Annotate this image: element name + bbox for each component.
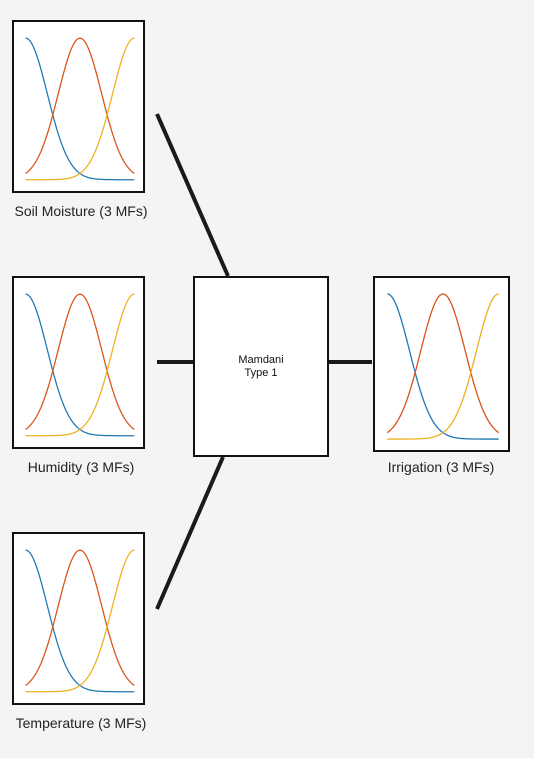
input-humidity-mf-plot[interactable]: [12, 276, 145, 449]
mf-high-curve: [387, 293, 499, 440]
mf-mid-curve: [386, 293, 500, 434]
fis-system-block[interactable]: Mamdani Type 1: [193, 276, 329, 457]
mf-high-curve: [25, 293, 135, 437]
mf-mid-curve: [25, 549, 135, 687]
system-type-line2: Type 1: [244, 367, 278, 379]
mf-high-curve: [25, 37, 135, 181]
input-soil-moisture-label: Soil Moisture (3 MFs): [14, 203, 148, 219]
connector-temperature: [155, 456, 225, 610]
mf-low-curve: [25, 549, 135, 693]
mf-low-curve: [25, 293, 135, 437]
mf-mid-curve: [25, 293, 135, 431]
mf-high-curve: [25, 549, 135, 693]
mf-curves: [25, 549, 135, 693]
input-temperature-label: Temperature (3 MFs): [15, 715, 147, 731]
output-irrigation-mf-plot[interactable]: [373, 276, 510, 452]
mf-curves: [386, 293, 500, 440]
output-irrigation-label: Irrigation (3 MFs): [387, 459, 495, 475]
input-humidity-label: Humidity (3 MFs): [27, 459, 135, 475]
mf-low-curve: [387, 293, 499, 440]
mf-mid-curve: [25, 37, 135, 175]
connector-soil-moisture: [155, 113, 230, 277]
mf-low-curve: [25, 37, 135, 181]
mf-curves: [25, 37, 135, 181]
input-soil-moisture-mf-plot[interactable]: [12, 20, 145, 193]
system-type-text: Mamdani Type 1: [195, 354, 327, 380]
mf-curves: [25, 293, 135, 437]
system-type-line1: Mamdani: [238, 354, 284, 366]
input-temperature-mf-plot[interactable]: [12, 532, 145, 705]
